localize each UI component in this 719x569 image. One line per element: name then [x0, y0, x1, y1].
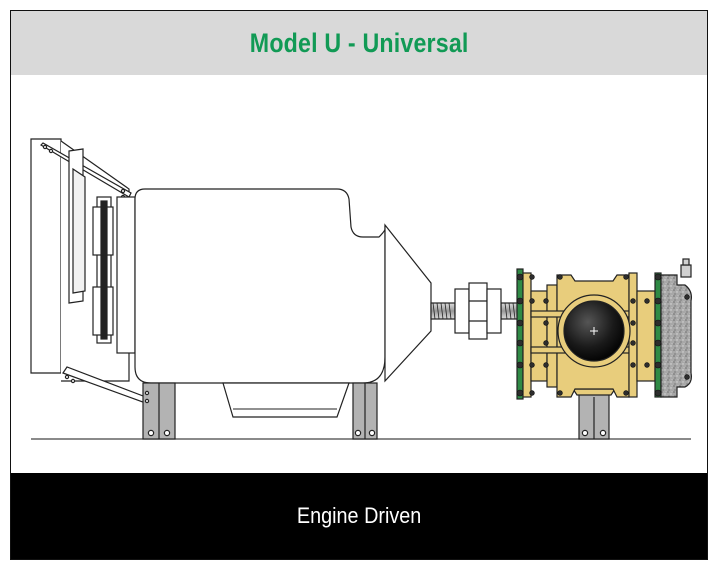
- page-title: Model U - Universal: [249, 27, 469, 58]
- caption-bar: Engine Driven: [11, 473, 707, 559]
- pump-icon: [516, 258, 692, 440]
- drive-type-caption: Engine Driven: [296, 503, 422, 528]
- engine-icon: [30, 138, 432, 440]
- title-bar: Model U - Universal: [11, 11, 707, 75]
- engine-pump-diagram: [30, 138, 692, 440]
- diagram-frame: Model U - Universal: [10, 10, 708, 560]
- coupling-icon: [430, 282, 520, 340]
